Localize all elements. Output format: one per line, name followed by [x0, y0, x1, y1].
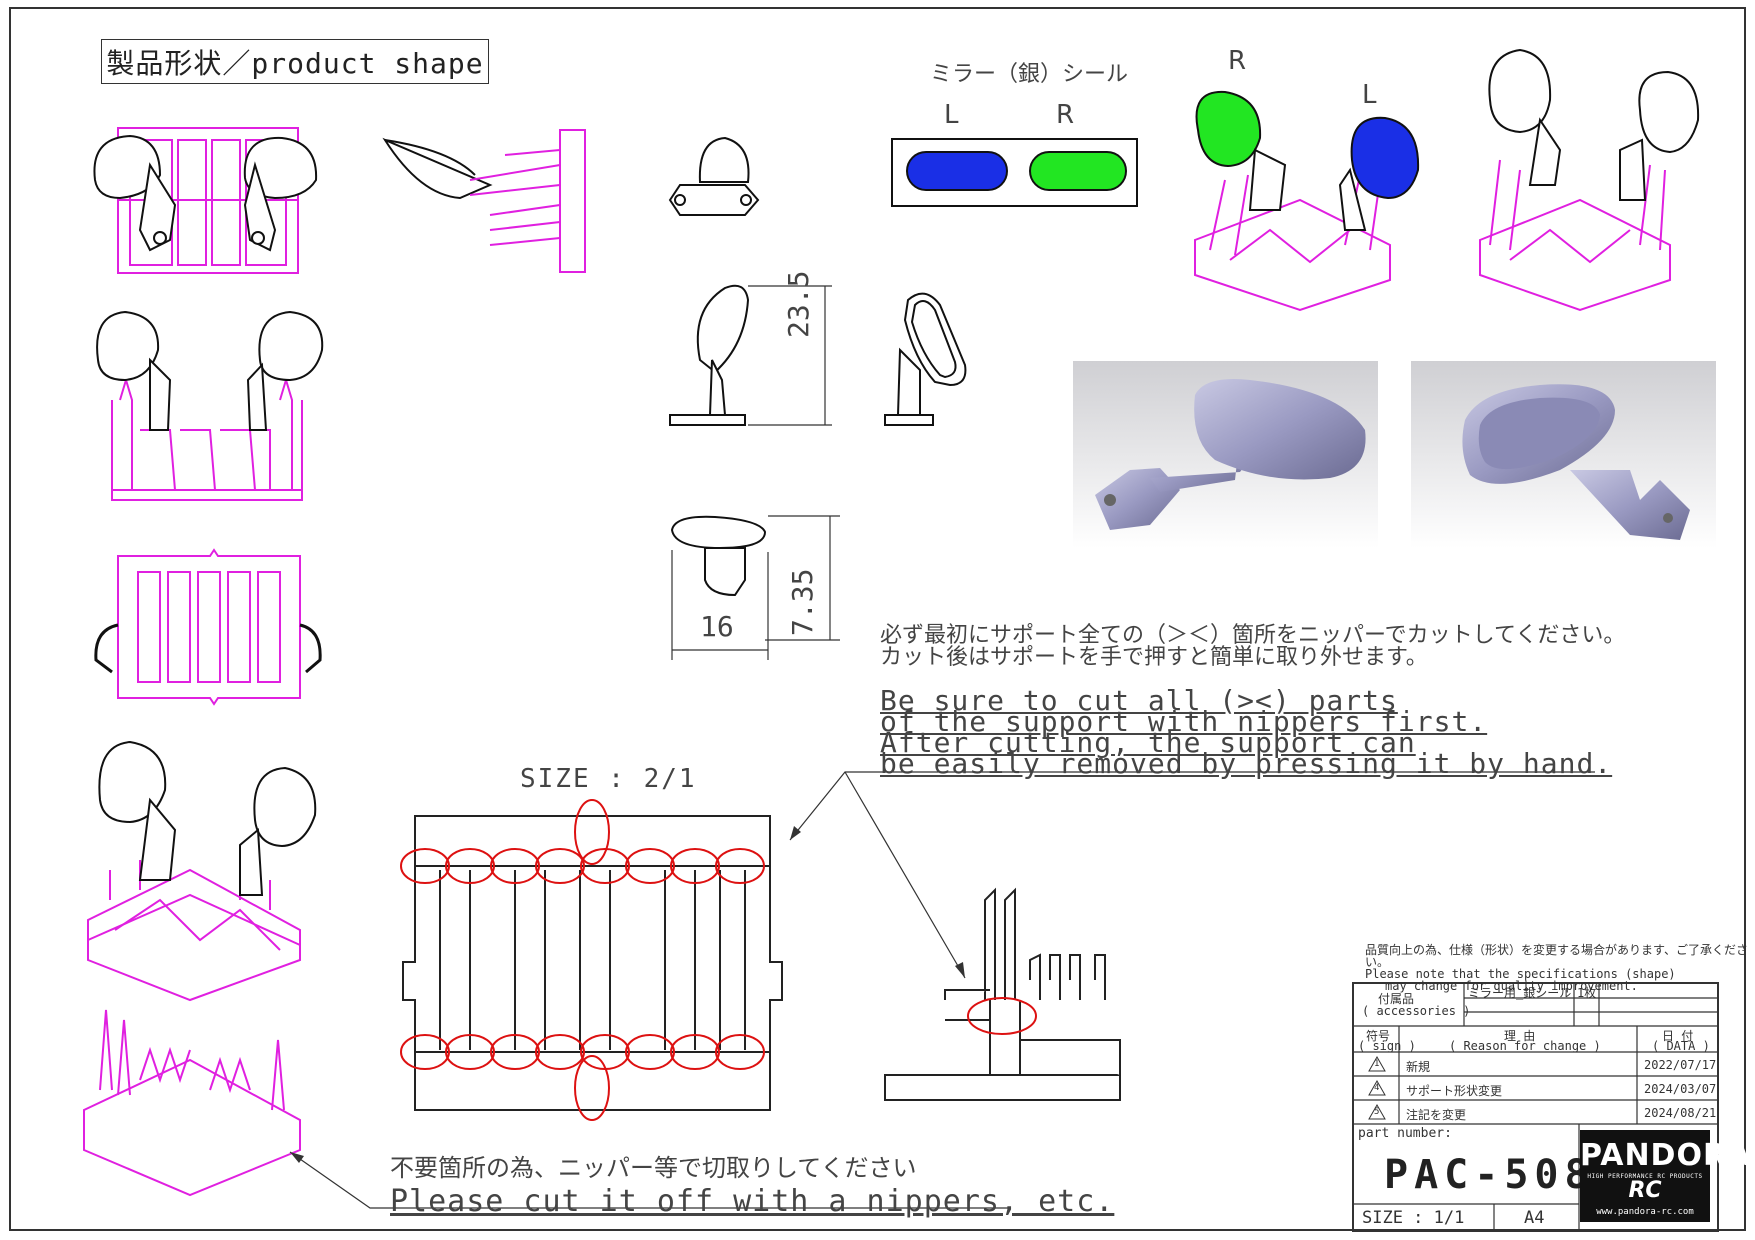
sticker-title: ミラー（銀）シール — [930, 62, 1129, 87]
cut-point-markers — [400, 799, 765, 1121]
revision-date: 2022/07/17 — [1644, 1058, 1717, 1072]
iso-right-mirror-glass — [1195, 90, 1262, 168]
bottom-view-mirror-edges — [94, 623, 322, 674]
side-view-top — [382, 129, 586, 273]
reason-label-en: ( Reason for change ) — [1449, 1039, 1601, 1053]
logo-url: www.pandora-rc.com — [1596, 1207, 1694, 1217]
front-view-part — [111, 376, 303, 501]
size-dimension-lines — [671, 515, 840, 660]
revision-triangle-icon — [1368, 1056, 1386, 1072]
revision-sign: 4 — [1374, 1083, 1380, 1093]
iso-view-colored — [1194, 90, 1420, 312]
accessories-label-jp: 付属品 — [1378, 992, 1415, 1006]
quality-notice-en1: Please note that the specifications (sha… — [1365, 967, 1676, 981]
iso-view-plain — [1479, 48, 1700, 312]
revision-triangle-icon — [1368, 1104, 1386, 1120]
revision-reason: サポート形状変更 — [1406, 1084, 1503, 1098]
sticker-right-label: R — [1056, 100, 1075, 130]
sheet-border — [9, 7, 1746, 1231]
dimension-width: 16 — [700, 610, 734, 643]
sticker-left-label: L — [944, 100, 959, 130]
logo-tagline: HIGH PERFORMANCE RC PRODUCTS — [1587, 1173, 1703, 1180]
mirror-rear-view — [884, 292, 967, 426]
instruction-jp: 必ず最初にサポート全ての（＞＜）箇所をニッパーでカットしてください。 カット後は… — [880, 625, 1625, 669]
sheet-size: SIZE : 1/1 — [1362, 1208, 1465, 1228]
revision-reason: 注記を変更 — [1406, 1108, 1467, 1122]
accessories-label-en: ( accessories ) — [1362, 1004, 1471, 1018]
iso-l-label: L — [1362, 80, 1377, 110]
leader-lines — [289, 771, 1595, 1209]
instruction-jp-line1: 必ず最初にサポート全ての（＞＜）箇所をニッパーでカットしてください。 — [880, 623, 1626, 648]
iso-view-lower-left — [87, 740, 317, 1002]
instruction-en-line3: After cutting, the support can — [880, 726, 1416, 759]
revision-sign: 1 — [1374, 1059, 1380, 1069]
leader-arrowheads — [290, 826, 965, 1163]
support-detail — [400, 799, 783, 1121]
date-label-jp: 日 付 — [1662, 1029, 1694, 1043]
revision-reason: 新規 — [1406, 1060, 1431, 1074]
sticker-right-shape — [1029, 151, 1127, 191]
sign-label-jp: 符号 — [1366, 1029, 1391, 1043]
sign-label-en: ( sign ) — [1358, 1039, 1416, 1053]
mirror-top-view — [668, 136, 760, 216]
revision-triangle-icon — [1368, 1080, 1386, 1096]
logo-main-text: PANDORA — [1580, 1138, 1752, 1173]
revision-date: 2024/08/21 — [1644, 1106, 1717, 1120]
instruction-jp-line2: カット後はサポートを手で押すと簡単に取り外せます。 — [880, 645, 1428, 670]
render-rear — [1073, 361, 1378, 548]
bottom-view-part — [117, 548, 301, 706]
accessory-item: ミラー用_銀シール — [1468, 986, 1572, 1000]
pandora-logo: PANDORA HIGH PERFORMANCE RC PRODUCTS RC … — [1580, 1130, 1752, 1222]
mirror-front-view — [670, 515, 767, 597]
cutoff-note-en: Please cut it off with a nippers, etc. — [390, 1184, 1115, 1219]
instruction-en-line4: be easily removed by pressing it by hand… — [880, 747, 1613, 780]
instruction-en-line1: Be sure to cut all (><) parts — [880, 684, 1398, 717]
instruction-en: Be sure to cut all (><) parts of the sup… — [880, 684, 1613, 780]
front-view-mirrors — [96, 310, 324, 431]
dimension-height: 23.5 — [782, 270, 815, 338]
sticker-left-shape — [906, 151, 1008, 191]
sticker-sheet — [891, 138, 1138, 207]
paper-size: A4 — [1524, 1208, 1545, 1228]
product-shape-title: 製品形状／product shape — [101, 39, 489, 84]
reason-label-jp: 理 由 — [1504, 1029, 1536, 1043]
detail-scale-label: SIZE : 2/1 — [520, 764, 697, 794]
quality-notice-jp: 品質向上の為、仕様（形状）を変更する場合があります、ご了承ください。 — [1365, 943, 1749, 969]
accessory-qty: 1枚 — [1577, 986, 1597, 1000]
part-number-label: part number: — [1358, 1126, 1452, 1141]
support-section-detail — [884, 887, 1121, 1101]
title-block: 付属品 ( accessories ) ミラー用_銀シール 1枚 符号 ( si… — [1352, 982, 1719, 1232]
iso-left-mirror-glass — [1350, 116, 1420, 200]
mirror-side-view — [669, 284, 750, 426]
dimension-depth: 7.35 — [786, 568, 819, 636]
revision-sign: 5 — [1374, 1107, 1380, 1117]
date-label-en: ( DATA ) — [1652, 1039, 1710, 1053]
logo-rc-text: RC — [1628, 1178, 1662, 1203]
part-number: PAC-508 — [1384, 1152, 1595, 1198]
instruction-en-line2: of the support with nippers first. — [880, 705, 1488, 738]
render-front — [1411, 361, 1716, 548]
cutoff-note-jp: 不要箇所の為、ニッパー等で切取りしてください — [390, 1154, 917, 1182]
iso-r-label: R — [1228, 46, 1247, 76]
height-dimension-lines — [748, 285, 832, 426]
revision-date: 2024/03/07 — [1644, 1082, 1717, 1096]
top-view-mirrors — [93, 134, 318, 252]
title-block-grid — [1354, 984, 1717, 1230]
support-only-iso — [83, 1009, 301, 1197]
